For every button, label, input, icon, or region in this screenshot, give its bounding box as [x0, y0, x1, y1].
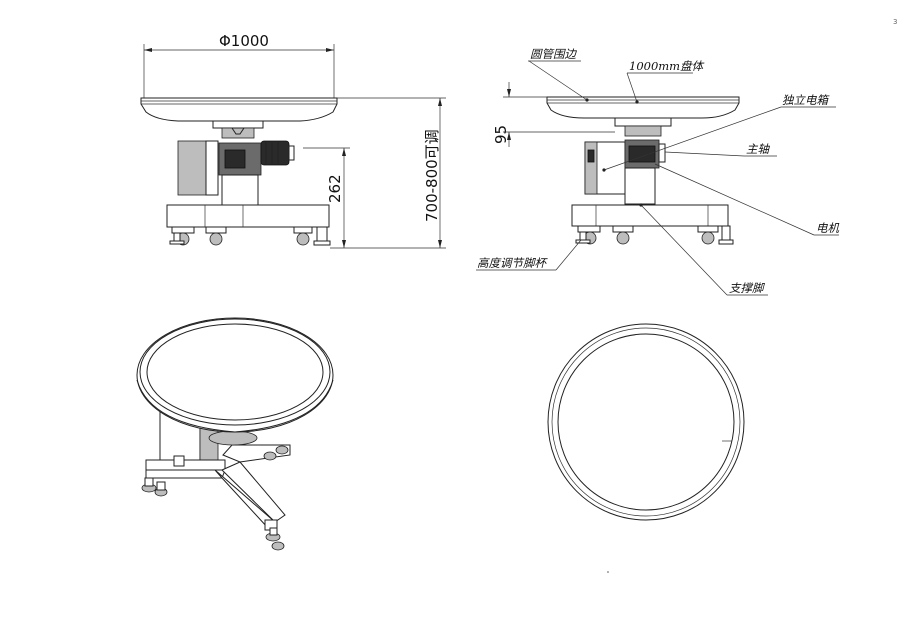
label-main-shaft: 主轴: [746, 142, 770, 156]
page-number: 3: [893, 18, 897, 26]
front-base: [166, 204, 330, 228]
front-view: Φ1000: [140, 32, 446, 249]
iso-view: [136, 317, 334, 551]
diameter-dimension: Φ1000: [219, 32, 269, 50]
label-control-box: 独立电箱: [782, 93, 830, 107]
label-leveling-foot: 高度调节脚杯: [477, 256, 548, 270]
height-total-dimension: 700-800可调: [423, 129, 441, 222]
rim-height-dimension: 95: [492, 125, 510, 144]
label-support-leg: 支撑脚: [729, 281, 765, 295]
label-pipe-rim: 圆管围边: [530, 47, 577, 61]
front-tray: [140, 97, 338, 122]
top-view: [547, 323, 745, 573]
top-tray-outer: [547, 323, 745, 521]
side-base: [571, 204, 729, 227]
front-control-box: [177, 140, 207, 196]
label-motor: 电机: [816, 221, 839, 235]
front-motor: [260, 140, 290, 166]
side-tray: [546, 96, 740, 119]
height-base-dimension: 262: [326, 174, 344, 203]
side-view: 95: [476, 47, 839, 296]
label-tray-body: 1000mm盘体: [629, 59, 705, 73]
